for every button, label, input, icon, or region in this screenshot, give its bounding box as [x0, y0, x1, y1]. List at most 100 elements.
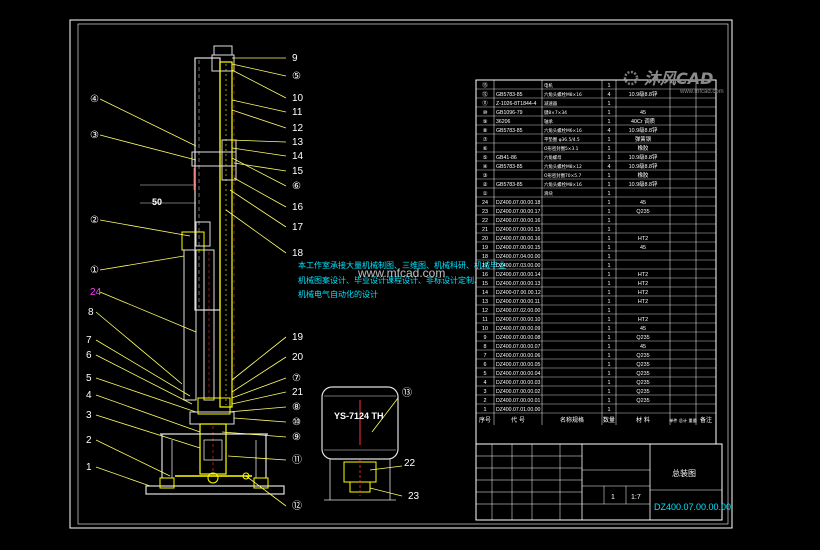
table-cell-seq: 14 [482, 290, 488, 296]
table-cell-qty: 4 [608, 92, 611, 98]
table-header-note: 备注 [700, 416, 712, 424]
table-cell-name: O形密封圈5×3.1 [544, 145, 579, 152]
table-cell-code: DZ400.07.00.00.14 [496, 272, 541, 278]
table-cell-seq: 2 [484, 398, 487, 404]
callout-8: 8 [88, 307, 94, 318]
table-cell-seq: 5 [484, 371, 487, 377]
table-cell-code: DZ400.07.03.00.00 [496, 263, 541, 269]
table-cell-seq: ⑪ [482, 99, 488, 107]
table-cell-code: DZ400.07.00.00.09 [496, 326, 541, 332]
table-cell-seq: 6 [484, 362, 487, 368]
right-leaders [221, 57, 287, 507]
callout-1: 1 [86, 462, 92, 473]
motor-callout-22: 22 [404, 458, 416, 469]
table-cell-seq: ③ [483, 173, 488, 179]
service-note-line-1: 本工作室承接大量机械制图、三维图、机械科研、机械毕业 [298, 260, 506, 270]
table-cell-qty: 4 [608, 128, 611, 134]
table-cell-material: Q235 [636, 209, 649, 215]
table-cell-qty: 1 [608, 335, 611, 341]
table-cell-qty: 1 [608, 245, 611, 251]
table-cell-material: Q235 [636, 353, 649, 359]
table-cell-qty: 1 [608, 344, 611, 350]
callout-circled-10: ⑩ [292, 417, 301, 428]
callout-circled-2: ② [90, 215, 99, 226]
table-cell-qty: 1 [608, 155, 611, 161]
callout-20: 20 [292, 352, 304, 363]
table-cell-seq: ⑥ [483, 146, 488, 152]
table-cell-code: DZ400.07.00.00.17 [496, 209, 541, 215]
outer-border [69, 19, 733, 529]
callout-10: 10 [292, 93, 304, 104]
table-cell-seq: 9 [484, 335, 487, 341]
callout-16: 16 [292, 202, 304, 213]
center-watermark: www.mfcad.com [357, 266, 445, 280]
title-block-quantity: 1 [611, 494, 615, 501]
table-cell-material: 45 [640, 200, 646, 206]
table-cell-seq: 21 [482, 227, 488, 233]
callout-24: 24 [90, 287, 102, 298]
callout-circled-12: ⑫ [292, 500, 302, 512]
table-cell-name: 六角螺母 [544, 154, 562, 161]
table-cell-material: Q235 [636, 335, 649, 341]
motor-label: YS-7124 TH [334, 411, 384, 421]
table-cell-code: DZ400.07.00.00.15 [496, 245, 541, 251]
table-cell-code: GB41-86 [496, 155, 517, 161]
table-cell-qty: 1 [608, 371, 611, 377]
table-cell-name: 滑块 [544, 190, 553, 197]
table-cell-qty: 1 [608, 146, 611, 152]
callout-18: 18 [292, 248, 304, 259]
table-cell-qty: 1 [608, 407, 611, 413]
table-cell-name: 六角头螺栓M8×16 [544, 91, 582, 98]
table-cell-code: GB5783-85 [496, 182, 523, 188]
title-block-drawing-no: DZ400.07.00.00.00 [654, 502, 731, 512]
table-cell-qty: 1 [608, 380, 611, 386]
callout-circled-9: ⑨ [292, 432, 301, 443]
table-cell-qty: 1 [608, 236, 611, 242]
table-cell-code: DZ400.07.00.00.13 [496, 281, 541, 287]
table-cell-seq: 1 [484, 407, 487, 413]
callout-circled-3: ③ [90, 130, 99, 141]
table-cell-qty: 1 [608, 317, 611, 323]
table-cell-code: DZ400.07.00.00.15 [496, 227, 541, 233]
table-cell-qty: 1 [608, 110, 611, 116]
table-cell-seq: ⑬ [482, 81, 488, 89]
motor-callout-13: ⑬ [402, 387, 412, 399]
table-header-weight: 单件 总计 重量 [669, 417, 697, 424]
table-cell-code: DZ400.07.01.00.00 [496, 407, 541, 413]
table-header-code: 代 号 [511, 416, 525, 424]
callout-17: 17 [292, 222, 304, 233]
table-cell-code: DZ400.07.00.00.04 [496, 371, 541, 377]
brand-watermark-title: 沐风CAD [644, 69, 713, 88]
service-note: 本工作室承接大量机械制图、三维图、机械科研、机械毕业 机械图案设计、毕业设计课程… [298, 260, 506, 299]
table-cell-seq: 22 [482, 218, 488, 224]
table-cell-seq: ① [483, 191, 488, 197]
table-cell-material: 橡胶 [638, 171, 649, 179]
table-cell-qty: 1 [608, 281, 611, 287]
table-cell-material: 10.9级8.8锌 [629, 126, 658, 134]
callout-19: 19 [292, 332, 304, 343]
table-cell-qty: 1 [608, 362, 611, 368]
title-block-scale: 1:7 [631, 494, 641, 501]
table-cell-code: DZ400.07.00.00.02 [496, 389, 541, 395]
table-cell-seq: 20 [482, 236, 488, 242]
table-cell-material: Q235 [636, 371, 649, 377]
table-cell-qty: 1 [608, 299, 611, 305]
callout-circled-1: ① [90, 265, 99, 276]
motor-view [321, 386, 403, 501]
table-cell-code: DZ400.07.00.00.11 [496, 299, 540, 305]
table-cell-qty: 1 [608, 191, 611, 197]
table-cell-code: Z-1026-8T1844-4 [496, 101, 536, 107]
table-cell-seq: 4 [484, 380, 487, 386]
table-cell-seq: 7 [484, 353, 487, 359]
service-note-line-3: 机械电气自动化的设计 [298, 289, 378, 299]
dimension-label: 50 [152, 197, 162, 207]
callout-circled-8: ⑧ [292, 402, 301, 413]
table-cell-name: 六角头螺栓M8×12 [544, 163, 582, 170]
table-cell-code: DZ400.07.00.00.16 [496, 236, 541, 242]
brand-watermark: 沐风CAD www.mfcad.com [623, 69, 724, 95]
table-cell-name: 六角头螺栓M6×16 [544, 127, 582, 134]
callout-12: 12 [292, 123, 304, 134]
table-cell-code: DZ400.07.00.00.10 [496, 317, 541, 323]
table-cell-seq: 10 [482, 326, 488, 332]
